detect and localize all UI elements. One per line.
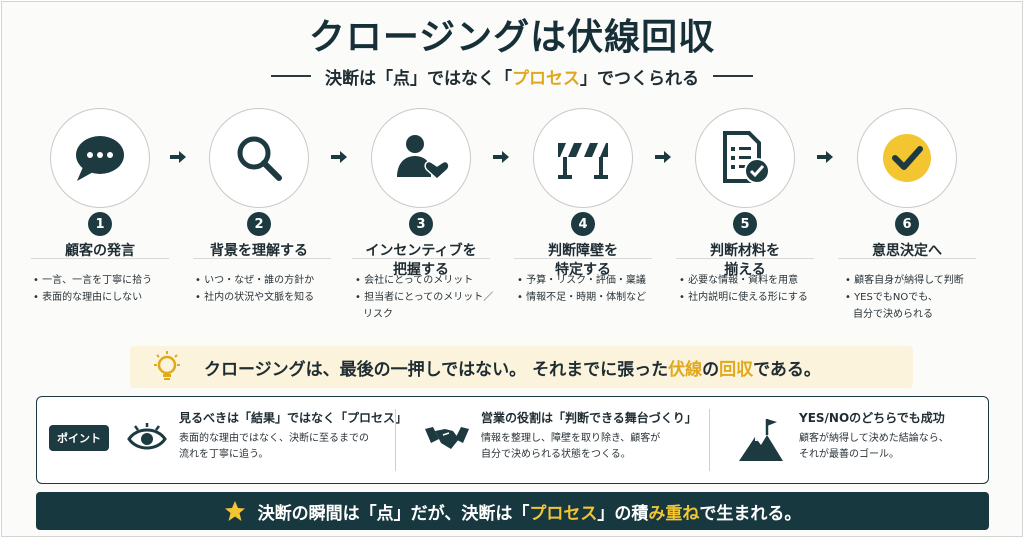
mountain-flag-icon	[739, 419, 783, 461]
step-5-bullets: • 必要な情報・資料を用意• 社内説明に使える形にする	[679, 275, 808, 303]
check-circle-icon	[883, 134, 931, 182]
point-title: 見るべきは「結果」ではなく「プロセス」	[179, 411, 408, 425]
key-message-banner: クロージングは、最後の一押しではない。 それまでに張った伏線の回収である。	[130, 346, 913, 388]
arrow-right-icon	[170, 151, 186, 163]
points-badge: ポイント	[49, 425, 109, 451]
step-number: 4	[571, 212, 595, 236]
eye-icon	[127, 423, 167, 450]
step-title: 意思決定へ	[872, 243, 942, 259]
point-title: 営業の役割は「判断できる舞台づくり」	[481, 411, 697, 425]
step-number: 2	[247, 212, 271, 236]
step-title: 判断材料を揃える	[710, 243, 780, 278]
step-icon-circle	[533, 108, 633, 208]
step-2-bullets: • いつ・なぜ・誰の方針か• 社内の状況や文脈を知る	[195, 275, 315, 303]
divider	[395, 409, 396, 471]
step-3-bullets: • 会社にとってのメリット• 担当者にとってのメリット／ リスク	[355, 275, 494, 320]
step-1: 1 顧客の発言	[35, 108, 165, 261]
step-4: 4 判断障壁を特定する	[518, 108, 648, 280]
point-3: YES/NOのどちらでも成功 顧客が納得して決めた結論なら、それが最善のゴール。	[799, 409, 949, 463]
step-title: 判断障壁を特定する	[548, 243, 618, 278]
step-icon-circle	[371, 108, 471, 208]
checklist-icon	[723, 131, 770, 184]
divider	[709, 409, 710, 471]
subtitle-rule-right	[713, 75, 753, 77]
step-number: 1	[88, 212, 112, 236]
step-icon-circle	[209, 108, 309, 208]
speech-bubble-icon	[76, 136, 124, 181]
step-icon-circle	[857, 108, 957, 208]
subtitle-rule-left	[271, 75, 311, 77]
person-heart-icon	[397, 135, 449, 181]
step-title: インセンティブを把握する	[365, 243, 477, 278]
divider	[352, 258, 490, 259]
points-panel: ポイント 見るべきは「結果」ではなく「プロセス」 表面的な理由ではなく、決断に至…	[36, 396, 989, 484]
step-number: 6	[895, 212, 919, 236]
point-text: 表面的な理由ではなく、決断に至るまでの流れを丁寧に追う。	[179, 433, 369, 460]
footer-text: 決断の瞬間は「点」だが、決断は「プロセス」の積み重ねで生まれる。	[257, 503, 802, 524]
step-1-bullets: • 一言、一言を丁寧に拾う• 表面的な理由にしない	[33, 275, 153, 303]
banner-text: クロージングは、最後の一押しではない。 それまでに張った伏線の回収である。	[204, 359, 821, 380]
step-6-bullets: • 顧客自身が納得して判断• YESでもNOでも、 自分で決められる	[845, 275, 964, 320]
divider	[514, 258, 652, 259]
divider	[676, 258, 814, 259]
point-text: 顧客が納得して決めた結論なら、それが最善のゴール。	[799, 433, 949, 460]
divider	[193, 258, 331, 259]
arrow-right-icon	[493, 151, 509, 163]
step-2: 2 背景を理解する	[194, 108, 324, 261]
arrow-right-icon	[331, 151, 347, 163]
step-title: 顧客の発言	[65, 243, 135, 259]
magnifier-icon	[237, 136, 282, 181]
arrow-right-icon	[655, 151, 671, 163]
divider	[838, 258, 976, 259]
subtitle: 決断は「点」ではなく「プロセス」でつくられる	[325, 68, 699, 89]
star-icon	[224, 501, 245, 521]
lightbulb-icon	[154, 351, 180, 380]
step-title: 背景を理解する	[210, 243, 308, 259]
step-4-bullets: • 予算・リスク・評価・稟議• 情報不足・時期・体制など	[517, 275, 647, 303]
subtitle-row: 決断は「点」ではなく「プロセス」でつくられる	[0, 62, 1024, 90]
point-1: 見るべきは「結果」ではなく「プロセス」 表面的な理由ではなく、決断に至るまでの流…	[179, 409, 407, 463]
footer-banner: 決断の瞬間は「点」だが、決断は「プロセス」の積み重ねで生まれる。	[36, 492, 989, 530]
handshake-icon	[425, 427, 469, 449]
point-title: YES/NOのどちらでも成功	[799, 411, 945, 425]
step-icon-circle	[695, 108, 795, 208]
point-text: 情報を整理し、障壁を取り除き、顧客が自分で決められる状態をつくる。	[481, 433, 661, 460]
page-title: クロージングは伏線回収	[308, 17, 716, 58]
step-icon-circle	[50, 108, 150, 208]
step-6: 6 意思決定へ	[842, 108, 972, 261]
step-number: 5	[733, 212, 757, 236]
step-number: 3	[409, 212, 433, 236]
point-2: 営業の役割は「判断できる舞台づくり」 情報を整理し、障壁を取り除き、顧客が自分で…	[481, 409, 697, 463]
barrier-icon	[558, 143, 608, 179]
step-3: 3 インセンティブを把握する	[356, 108, 486, 280]
arrow-right-icon	[817, 151, 833, 163]
divider	[31, 258, 169, 259]
step-5: 5 判断材料を揃える	[680, 108, 810, 280]
